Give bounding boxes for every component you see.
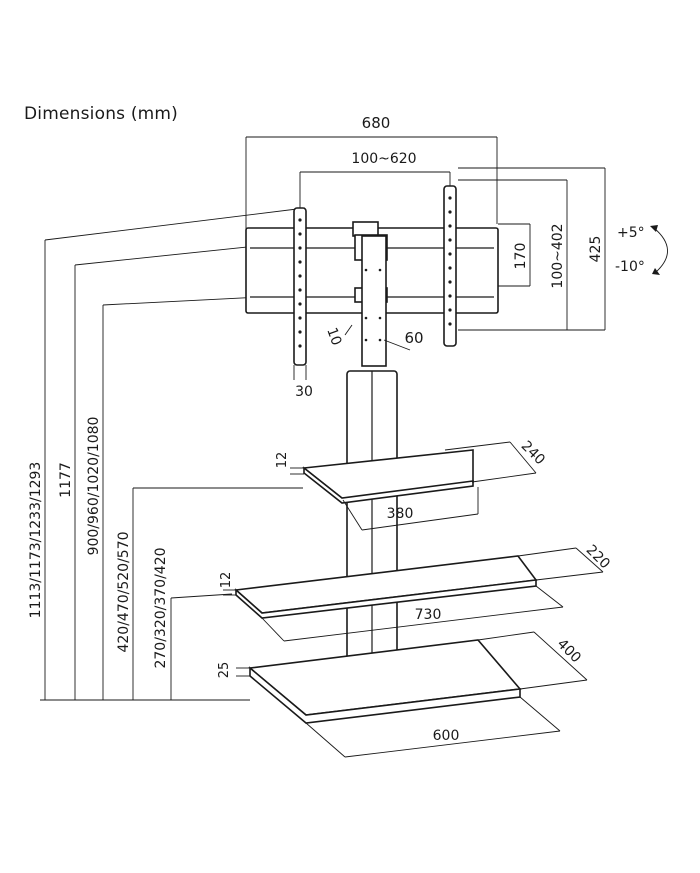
shelf2-width-label: 730 (415, 607, 442, 623)
offset-dimensions: 10 60 (323, 324, 424, 351)
height-dimension-lines (40, 207, 361, 701)
shelf2-depth-label: 220 (583, 542, 613, 572)
shelf1-height-label: 420/470/520/570 (116, 531, 132, 652)
vesa-hole-range-label: 100~620 (351, 151, 416, 167)
upright-width-label: 30 (295, 384, 313, 400)
height-labels: 1113/1173/1233/1293 1177 900/960/1020/10… (28, 417, 169, 669)
base-thickness-label: 25 (217, 662, 232, 679)
tilt-up-label: +5° (617, 225, 645, 241)
shelf2-height-label: 270/320/370/420 (153, 547, 169, 668)
tilt-arrow-icon (653, 227, 668, 273)
column-offset-label: 60 (404, 329, 423, 347)
shelf-top: 12 240 380 (275, 438, 548, 531)
shelf1-width-label: 380 (387, 506, 414, 522)
shelf1-thickness-label: 12 (275, 452, 290, 469)
mount-height-label: 900/960/1020/1080 (86, 417, 102, 556)
base-depth-label: 400 (554, 636, 584, 666)
shelf-middle: 12 220 730 (219, 542, 613, 642)
column-height-label: 1177 (58, 462, 74, 498)
bracket-height-label: 170 (513, 243, 529, 270)
base: 25 400 600 (217, 631, 588, 758)
page-title: Dimensions (mm) (24, 104, 179, 124)
total-height-label: 1113/1173/1233/1293 (28, 462, 44, 619)
tilt-down-label: -10° (615, 259, 645, 275)
base-width-label: 600 (433, 728, 460, 744)
right-height-dimensions: 170 100~402 425 (458, 167, 606, 331)
arm-height-label: 425 (588, 236, 604, 263)
upright-holes (298, 196, 452, 348)
tilt-indicator: +5° -10° (615, 225, 668, 275)
shelf2-thickness-label: 12 (219, 572, 234, 589)
shelf1-depth-label: 240 (518, 438, 548, 468)
vesa-vertical-range-label: 100~402 (550, 223, 566, 288)
hole-diameter-label: 10 (323, 326, 344, 348)
vesa-width-outer-label: 680 (362, 114, 391, 132)
